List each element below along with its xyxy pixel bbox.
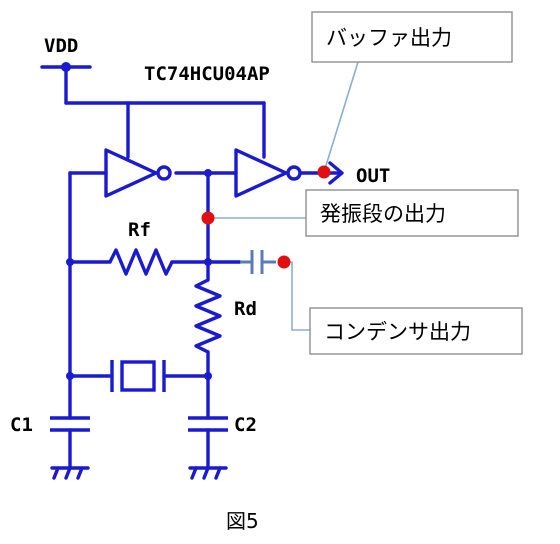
inverter-1-triangle-icon [104,148,158,198]
buffer-probe-dot [317,165,331,179]
vdd-junction-dot [61,62,71,72]
rf-resistor-icon [108,248,174,276]
c1-label: C1 [10,414,33,436]
rf-label: Rf [128,219,151,241]
vdd-label: VDD [44,35,78,57]
inverter-2-bubble [286,165,302,181]
rf-right-junction-dot [204,258,212,266]
c2-label: C2 [234,414,257,436]
capacitor-callout-text: コンデンサ出力 [324,320,471,344]
inverter-1-bubble [156,165,172,181]
wire-group [40,65,342,470]
junction-dots [61,62,212,380]
probe-points [201,165,331,269]
inverter-2-triangle-icon [234,148,288,198]
rd-resistor-icon [194,278,222,354]
ic-part-label: TC74HCU04AP [144,63,270,85]
output-arrow-icon [328,161,344,185]
node-junction-dot [204,169,212,177]
figure-caption: 図5 [226,509,259,533]
coupling-capacitor-icon [240,250,276,274]
capacitor-probe-dot [277,255,291,269]
rf-left-junction-dot [66,258,74,266]
callout-boxes [305,11,523,355]
capacitor-callout-box [309,307,523,355]
buffer-callout-box [311,11,513,63]
crystal-left-junction-dot [66,372,74,380]
rd-label: Rd [234,298,257,320]
out-label: OUT [356,165,390,187]
inverter-2 [234,148,302,198]
capacitor-leader-line [284,261,310,331]
c2-capacitor-icon [188,416,228,432]
crystal-right-junction-dot [204,372,212,380]
oscillator-probe-dot [201,211,215,225]
inverter-1 [104,148,172,198]
buffer-leader-line [323,61,359,173]
buffer-callout-text: バッファ出力 [326,26,452,50]
crystal-icon [110,360,166,392]
c1-ground-icon [50,466,90,480]
c2-ground-icon [188,466,228,480]
c1-capacitor-icon [50,416,90,432]
oscillator-callout-box [305,189,519,237]
oscillator-callout-text: 発振段の出力 [320,202,446,226]
